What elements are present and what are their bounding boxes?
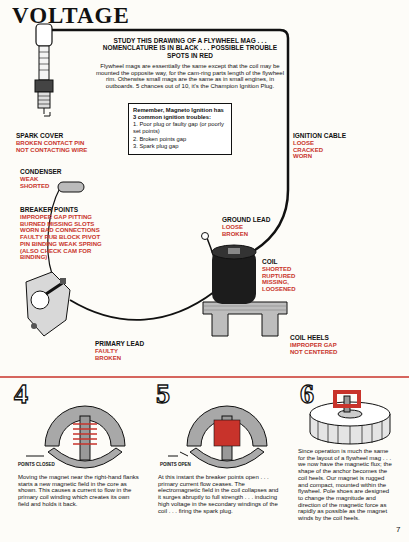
coil [203,306,287,310]
note-item: 2. Broken points gap [133,136,227,143]
primary-lead [70,292,214,320]
small-label: POINTS OPEN [160,462,200,467]
ground-lead [202,233,209,240]
note-item: 3. Spark plug gap [133,143,227,150]
step-number: 4 [14,380,38,408]
page-title: VOLTAGE [12,3,130,29]
coil [212,245,256,259]
step-caption: At this instant the breaker points open … [158,474,282,514]
intro-paragraph: Flywheel mags are essentially the same e… [95,63,285,90]
magnet-diagram-open [190,448,264,468]
part-name: SPARK COVER [16,132,106,139]
condenser [58,182,84,192]
magnet-diagram-open [168,452,188,456]
trouble-note: FAULTY BROKEN [95,348,135,361]
trouble-note: IMPROPER GAP PITTING BURNED MISSING SLOT… [20,214,102,261]
step-number: 5 [156,380,180,408]
note-item: 1. Poor plug or faulty gap (or poorly se… [133,121,227,134]
step-caption: Moving the magnet near the right-hand fl… [18,474,140,508]
heading-note: STUDY THIS DRAWING OF A FLYWHEEL MAG . .… [95,37,285,59]
coil [203,302,287,336]
trouble-note: IMPROPER GAP NOT CENTERED [290,342,350,355]
breaker-points [60,278,66,284]
magnet-diagram-closed [80,416,90,460]
coil [228,248,240,254]
note-heading: Remember, Magneto Ignition has 3 common … [133,107,227,120]
small-label: POINTS CLOSED [18,462,58,467]
spark-plug [35,80,53,92]
spark-plug [39,46,49,80]
spark-plug [39,52,49,70]
flywheel-diagram [310,392,390,444]
trouble-note: LOOSE CRACKED WORN [293,140,343,160]
part-name: IGNITION CABLE [293,132,383,139]
trouble-note: LOOSE BROKEN [222,224,258,237]
magnet-diagram-closed [26,456,44,457]
spark-plug [38,92,50,108]
flywheel-diagram [335,392,359,406]
spark-plug [38,96,50,104]
page-number: 7 [396,526,408,535]
magnet-diagram-open [168,406,267,468]
trouble-note: SHORTED RUPTURED MISSING, LOOSENED [262,266,314,293]
part-name: CONDENSER [20,168,100,175]
part-name: GROUND LEAD [222,216,282,223]
breaker-points [26,272,70,336]
part-name: COIL HEELS [290,334,360,341]
spark-plug [35,24,53,116]
trouble-note: BROKEN CONTACT PIN NOT CONTACTING WIRE [16,140,88,153]
section-rule [0,376,409,378]
trouble-note: WEAK SHORTED [20,176,54,189]
part-name: COIL [262,258,302,265]
part-name: PRIMARY LEAD [95,340,165,347]
spark-plug [44,108,50,116]
magnet-diagram-closed [26,406,125,468]
part-name: BREAKER POINTS [20,206,110,213]
magnet-diagram-closed [48,448,122,468]
note-box: Remember, Magneto Ignition has 3 common … [128,103,232,155]
breaker-points [26,272,70,336]
magnet-diagram-open [187,406,267,446]
breaker-points [31,323,37,329]
step-number: 6 [300,380,324,408]
step-caption: Since operation is much the same for the… [298,448,393,522]
magnet-diagram-open [214,420,240,446]
magnet-diagram-closed [73,424,97,444]
